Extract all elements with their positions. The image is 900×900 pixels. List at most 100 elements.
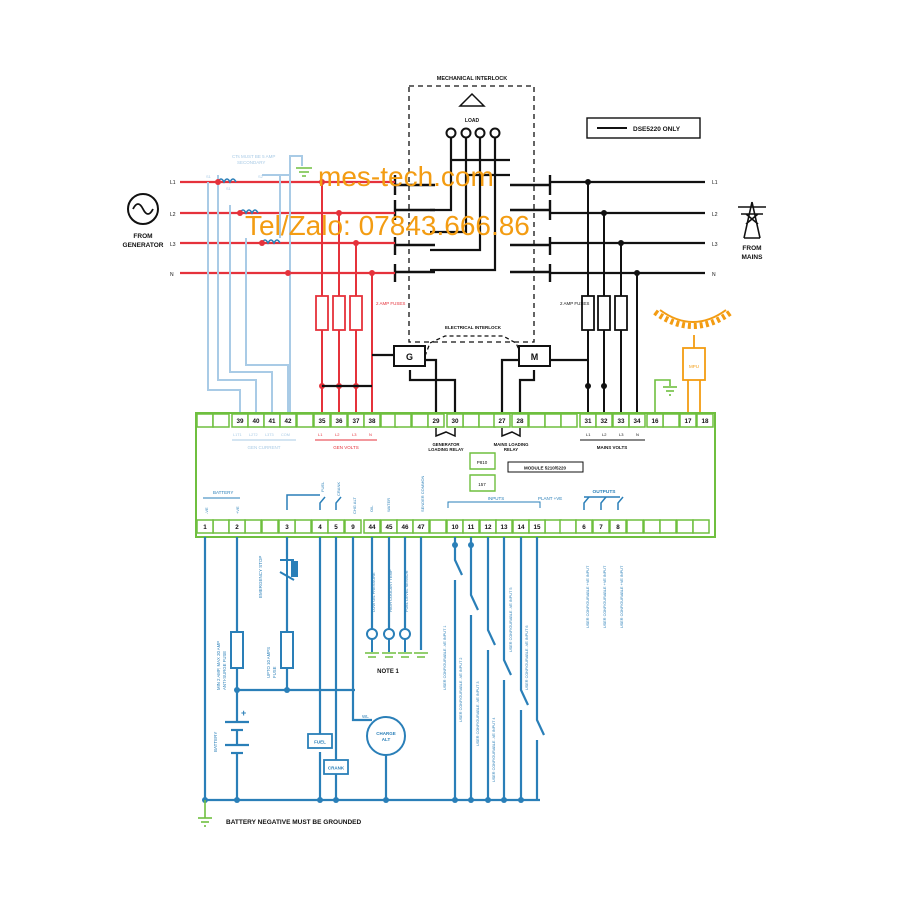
generator-label-1: FROM bbox=[133, 233, 152, 240]
top-blank-terminal-cell bbox=[544, 413, 562, 428]
bottom-terminal-3: 3 bbox=[285, 524, 289, 531]
gen-line-l3: L3 bbox=[170, 242, 176, 248]
small-fuse bbox=[280, 631, 294, 669]
plant-ve-label: PLANT +VE bbox=[538, 496, 562, 501]
load-terminals bbox=[445, 127, 501, 139]
note-1: NOTE 1 bbox=[377, 669, 399, 675]
top-terminal-29: 29 bbox=[432, 418, 440, 425]
mains-pylon-icon bbox=[738, 201, 766, 239]
load-bus bbox=[430, 137, 510, 272]
bottom-blank-terminal-cell bbox=[244, 519, 262, 534]
top-terminal-38: 38 bbox=[368, 418, 376, 425]
top-terminal-cell bbox=[446, 413, 464, 428]
gen-fuses-label: 2 AMP FUSES bbox=[376, 301, 405, 306]
gen-current-sub-4: COM bbox=[281, 433, 290, 437]
top-blank-terminal-cell bbox=[560, 413, 578, 428]
bottom-terminal-cell bbox=[495, 519, 513, 534]
battery-ground-icon bbox=[198, 800, 212, 827]
bottom-blank-terminal-cell bbox=[676, 519, 694, 534]
ct-tag-1: S1 bbox=[206, 174, 212, 179]
crank-solenoid-label: CRANK bbox=[328, 766, 345, 771]
mpu-label: MPU bbox=[689, 364, 699, 369]
mains-fuses bbox=[581, 295, 628, 331]
top-terminal-37: 37 bbox=[352, 418, 360, 425]
output-label-1: USER CONFIGURABLE +VE INPUT bbox=[586, 565, 590, 628]
mains-contactor-coil bbox=[518, 345, 551, 367]
top-blank-terminal-cell bbox=[478, 413, 496, 428]
top-terminal-cell bbox=[511, 413, 529, 428]
main-fuse bbox=[230, 631, 244, 669]
mains-label-2: MAINS bbox=[742, 254, 764, 261]
input-label-4: USER CONFIGURABLE -VE INPUT 4 bbox=[492, 718, 496, 783]
battery-icon bbox=[225, 712, 249, 766]
charge-alternator bbox=[366, 716, 406, 756]
top-blank-terminal-cell bbox=[528, 413, 546, 428]
mains-volts-sub-2: L2 bbox=[602, 432, 607, 437]
battery-label: BATTERY bbox=[213, 732, 218, 752]
input-label-1: USER CONFIGURABLE -VE INPUT 1 bbox=[443, 626, 447, 691]
bottom-terminal-6: 6 bbox=[582, 524, 586, 531]
top-blank-terminal-cell bbox=[394, 413, 412, 428]
p810-connector bbox=[469, 452, 496, 470]
top-terminal-cell bbox=[427, 413, 445, 428]
top-blank-terminal-cell bbox=[411, 413, 429, 428]
mpu-wires bbox=[687, 335, 701, 414]
mains-line-l2: L2 bbox=[712, 212, 718, 218]
top-terminal-42: 42 bbox=[284, 418, 292, 425]
gen-relay-wiring bbox=[322, 353, 457, 414]
mains-volts-label: MAINS VOLTS bbox=[597, 445, 627, 450]
top-terminal-31: 31 bbox=[584, 418, 592, 425]
input-label-6: USER CONFIGURABLE -VE INPUT 6 bbox=[525, 626, 529, 691]
module-name: MODULE 5210/5220 bbox=[524, 466, 567, 471]
top-blank-terminal-cell bbox=[462, 413, 480, 428]
bottom-terminal-cell bbox=[412, 519, 430, 534]
bottom-blank-terminal-cell bbox=[692, 519, 710, 534]
inputs-label: INPUTS bbox=[488, 496, 505, 501]
top-blank-terminal-cell bbox=[212, 413, 230, 428]
mains-ground bbox=[654, 379, 677, 414]
top-terminal-33: 33 bbox=[617, 418, 625, 425]
bottom-terminal-46: 46 bbox=[401, 524, 409, 531]
charge-alt-label: CHG ALT bbox=[352, 497, 357, 514]
top-terminal-39: 39 bbox=[236, 418, 244, 425]
legend-label: DSE5220 ONLY bbox=[633, 126, 681, 133]
bottom-terminal-cell bbox=[363, 519, 381, 534]
input-label-2: USER CONFIGURABLE -VE INPUT 2 bbox=[459, 658, 463, 723]
sender-fuel-level: FUEL LEVEL SENSOR bbox=[404, 570, 409, 612]
electrical-interlock bbox=[424, 335, 521, 357]
bottom-terminal-15: 15 bbox=[533, 524, 541, 531]
bottom-terminal-45: 45 bbox=[385, 524, 393, 531]
mechanical-interlock-box bbox=[408, 85, 535, 343]
bottom-terminal-1: 1 bbox=[203, 524, 207, 531]
mains-volts-sub-1: L1 bbox=[586, 432, 591, 437]
top-terminal-30: 30 bbox=[451, 418, 459, 425]
mains-line-n: N bbox=[712, 272, 716, 278]
bottom-terminal-11: 11 bbox=[468, 524, 475, 531]
ct-note-1: CTs MUST BE 5 AMP bbox=[232, 154, 275, 159]
ct-tag-2: S1 bbox=[226, 186, 232, 191]
input-label-3: USER CONFIGURABLE -VE INPUT 3 bbox=[476, 682, 480, 747]
top-terminal-cell bbox=[646, 413, 664, 428]
top-terminal-cell bbox=[330, 413, 348, 428]
gen-volts-sub-3: L3 bbox=[352, 432, 357, 437]
gen-fuses bbox=[315, 295, 363, 331]
top-terminal-36: 36 bbox=[335, 418, 343, 425]
output-label-3: USER CONFIGURABLE +VE INPUT bbox=[620, 565, 624, 628]
bottom-terminal-12: 12 bbox=[484, 524, 492, 531]
oil-label: OIL bbox=[369, 505, 374, 512]
gen-current-sub-2: L2T2 bbox=[249, 433, 258, 437]
mechanical-interlock-label: MECHANICAL INTERLOCK bbox=[437, 76, 508, 82]
ct-secondary-wires bbox=[207, 155, 303, 414]
bottom-blank-terminal-cell bbox=[659, 519, 677, 534]
emergency-stop-icon bbox=[279, 559, 298, 581]
p157-label: 157 bbox=[478, 482, 486, 487]
top-terminal-35: 35 bbox=[318, 418, 326, 425]
top-terminal-cell bbox=[696, 413, 714, 428]
mains-volt-sense-wires bbox=[587, 182, 638, 414]
gen-current-sub-1: L1T1 bbox=[233, 433, 242, 437]
top-terminal-27: 27 bbox=[498, 418, 506, 425]
bottom-terminal-44: 44 bbox=[368, 524, 376, 531]
